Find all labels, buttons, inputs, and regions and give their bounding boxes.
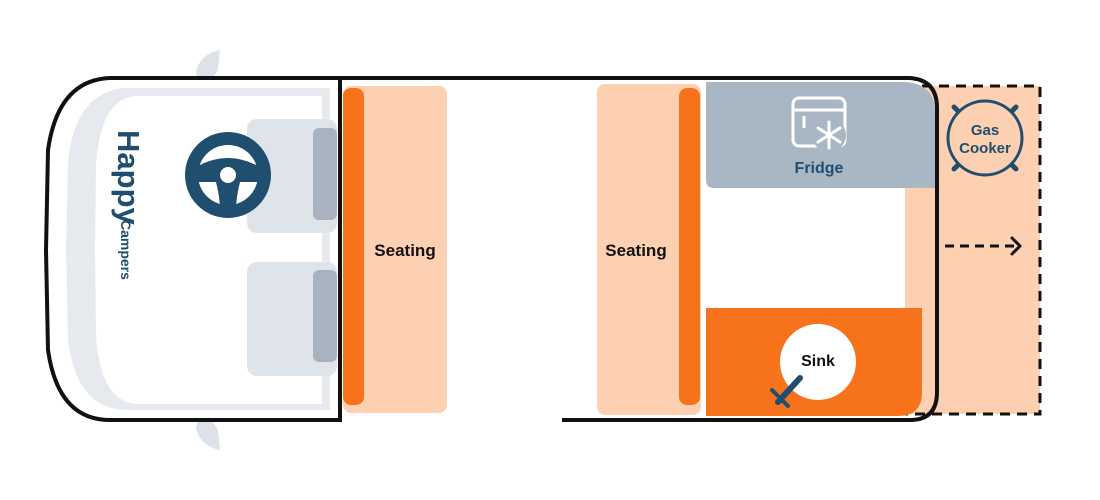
steering-wheel-icon [185,132,271,218]
tap-icon [770,375,803,408]
brand-sub: Campers [118,220,134,280]
fridge: Fridge [706,82,935,188]
gas-cooker-label-line2: Cooker [959,140,1011,157]
fridge-label: Fridge [795,160,844,177]
passenger-seat-back [313,270,337,362]
passenger-seat [247,262,337,376]
happy-campers-logo: Happy Campers [111,130,146,280]
driver-seat-back [313,128,337,220]
seating-right-cushion [597,84,701,415]
sink-label: Sink [801,353,835,370]
seating-right-back [679,88,700,405]
gas-cooker-icon [946,99,1024,177]
snowflake-icon [816,120,842,150]
fridge-icon [791,96,847,152]
sink-unit: Sink [706,308,922,416]
seating-right: Seating [597,84,701,415]
seating-left-label: Seating [374,241,435,260]
brand-name: Happy [111,130,146,226]
gas-cooker: Gas Cooker [946,99,1024,177]
driver-seat [247,119,337,233]
awning-dashed-outline [905,84,1042,416]
seating-left-cushion [343,86,447,413]
seating-right-label: Seating [605,241,666,260]
slide-out-arrow-icon [945,236,1022,256]
seating-left: Seating [343,86,447,413]
gas-cooker-label-line1: Gas [971,122,999,139]
body-outline [340,76,939,422]
seating-left-back [343,88,364,405]
